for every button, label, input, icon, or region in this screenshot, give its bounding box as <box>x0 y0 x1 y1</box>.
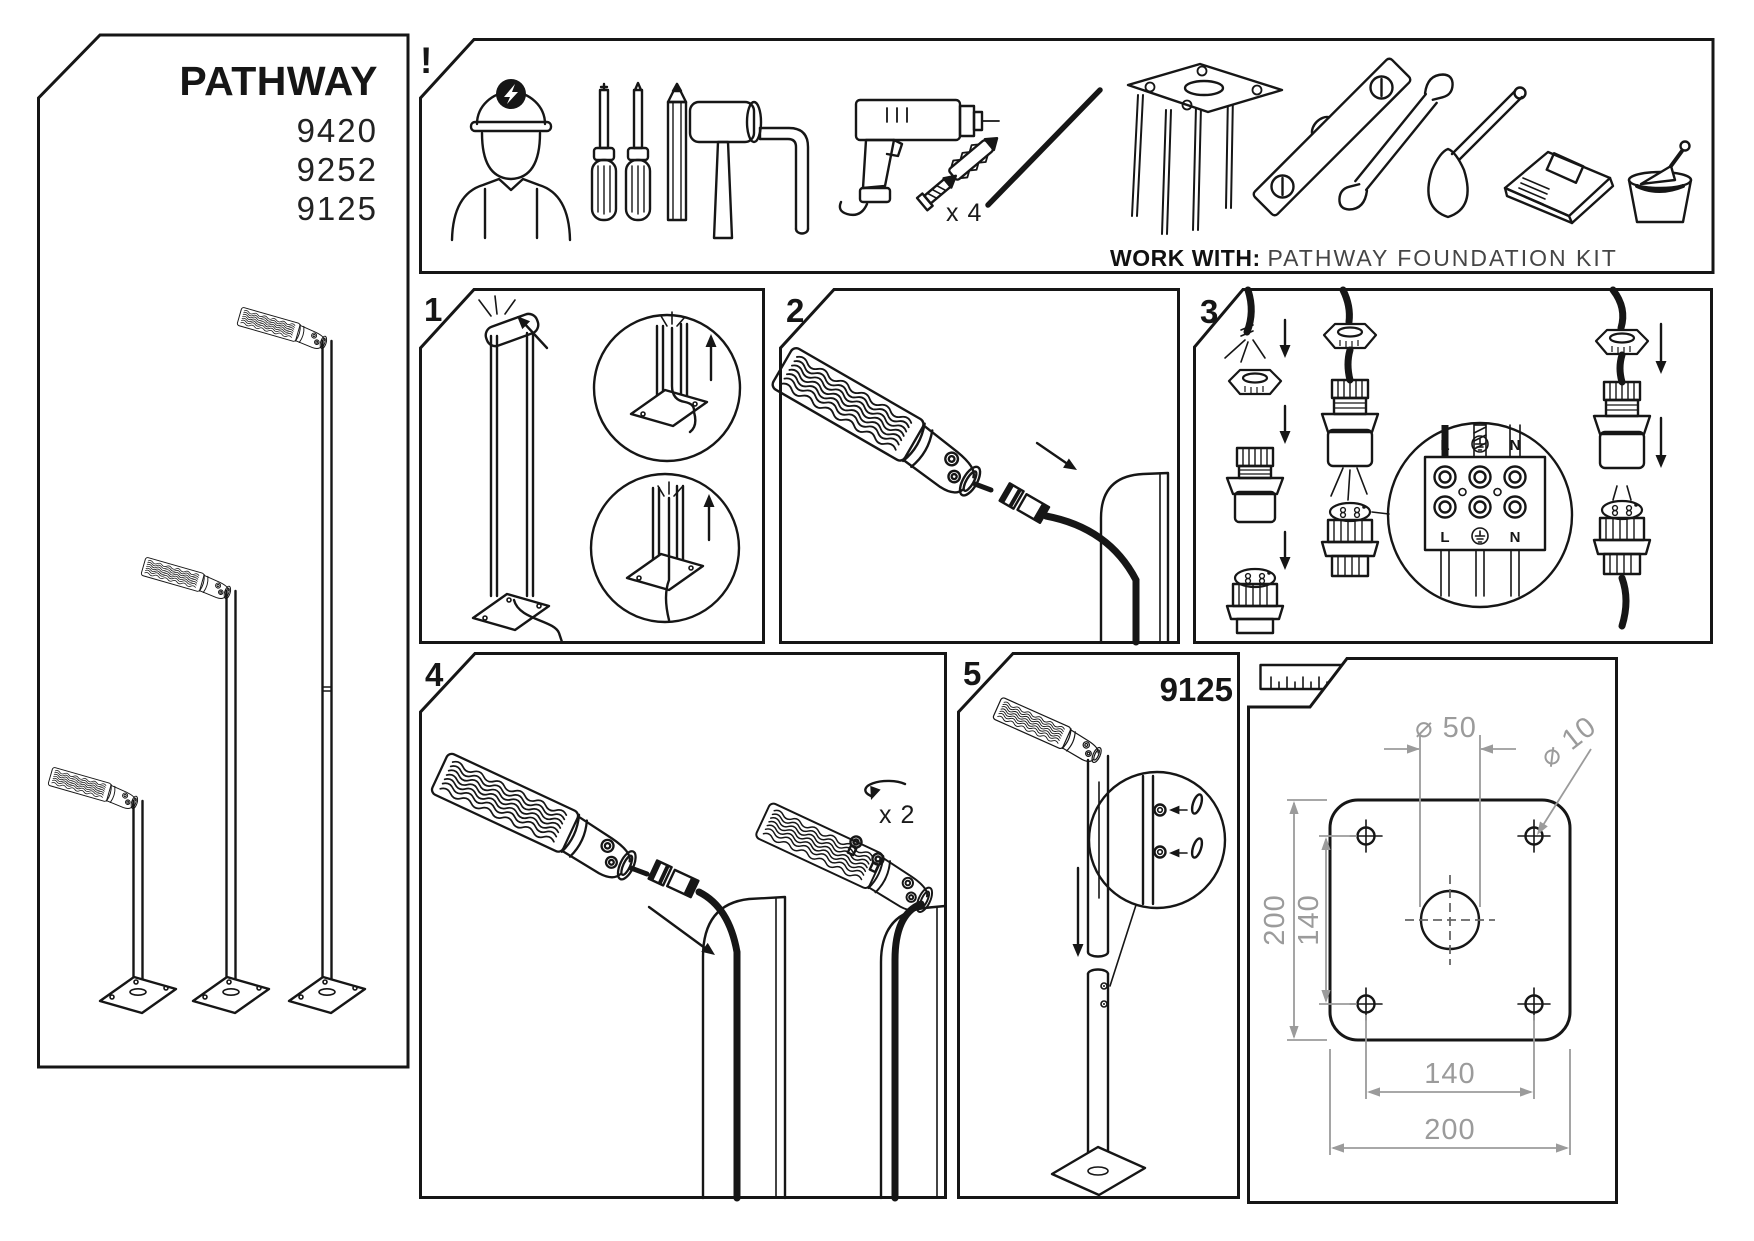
work-with-value: PATHWAY FOUNDATION KIT <box>1267 245 1618 271</box>
model-number-9125: 9125 <box>296 190 378 227</box>
step3-wiring-detail: L N L N <box>1386 421 1574 609</box>
electrician-icon <box>450 79 572 242</box>
step4-left-assembly <box>429 752 787 1202</box>
plate-width-label: 200 <box>1424 1114 1475 1146</box>
step5-lower-pole <box>1050 968 1147 1197</box>
phillips-screwdriver-icon <box>590 82 618 222</box>
step4-connector <box>647 859 700 899</box>
plate-height-label: 200 <box>1259 894 1291 945</box>
step4-set-screws <box>846 835 885 874</box>
panel-step-5 <box>957 652 1240 1199</box>
hex-key-icon <box>758 126 810 235</box>
flat-screwdriver-icon <box>624 81 652 222</box>
product-title: PATHWAY <box>179 58 378 104</box>
streetlight-medium <box>141 557 271 1015</box>
panel-step-1 <box>419 288 765 644</box>
pole-hole-diameter-label: ⌀ 50 <box>1415 712 1477 744</box>
panel-step-4 <box>419 652 947 1202</box>
step1-detail-top <box>592 311 742 463</box>
attention-marker: ! <box>420 40 433 81</box>
drill-icon <box>838 98 1000 217</box>
step4-right-assembly <box>754 779 947 1202</box>
terminal-neutral-label-top: N <box>1510 437 1521 454</box>
streetlight-tall <box>237 307 367 1015</box>
step2-pole <box>1042 471 1170 646</box>
step-5-number: 5 <box>963 655 982 692</box>
work-with-note: WORK WITH: PATHWAY FOUNDATION KIT <box>1110 245 1618 272</box>
step2-insert-arrow <box>1035 441 1080 475</box>
step3-tightened-gland <box>1592 286 1667 630</box>
wall-anchor-icon <box>915 136 999 212</box>
step2-lamp-head <box>769 346 994 502</box>
step1-pole <box>471 295 564 644</box>
step4-screwdriver-turn-icon <box>864 779 907 802</box>
earth-terminal-icon-bottom <box>1471 527 1489 545</box>
step5-upper-pole <box>992 697 1110 958</box>
screw-count-label: x 2 <box>879 801 916 829</box>
terminal-live-label-bottom: L <box>1440 529 1449 546</box>
step5-set-screw-detail <box>1087 770 1227 910</box>
pencil-icon <box>666 82 688 222</box>
work-with-label: WORK WITH: <box>1110 245 1261 271</box>
tools-panel <box>419 38 1715 274</box>
step3-exploded-gland <box>1224 286 1291 635</box>
model-number-9420: 9420 <box>296 112 378 149</box>
step2-connector <box>998 482 1051 524</box>
step-4-number: 4 <box>425 656 444 693</box>
step5-insert-arrow <box>1072 866 1084 957</box>
model-number-9252: 9252 <box>296 151 378 188</box>
step-2-number: 2 <box>786 292 805 329</box>
spirit-level-icon <box>1252 57 1412 217</box>
shovel-icon <box>1427 86 1527 219</box>
step-3-number: 3 <box>1200 293 1219 330</box>
panel-step-2 <box>779 288 1180 646</box>
hole-spacing-vertical-label: 140 <box>1293 894 1325 945</box>
bucket-trowel-icon <box>1627 140 1693 224</box>
ground-rod-icon <box>985 87 1103 208</box>
cement-bag-icon <box>1503 150 1615 225</box>
title-panel <box>37 33 410 1069</box>
earth-terminal-icon-top <box>1471 435 1489 453</box>
terminal-live-label-top: L <box>1440 437 1449 454</box>
anchor-count-label: x 4 <box>946 199 983 227</box>
foundation-plate-icon <box>1126 62 1284 235</box>
hole-spacing-horizontal-label: 140 <box>1424 1058 1475 1090</box>
panel-step-3: L N L N <box>1193 286 1713 644</box>
terminal-neutral-label-bottom: N <box>1510 529 1521 546</box>
foundation-plate-dimensions-panel: ⌀ 50 ⌀ 10 200 140 140 200 <box>1247 657 1618 1204</box>
step1-detail-bottom <box>589 472 741 624</box>
mounting-plate-drawing <box>1328 798 1572 1042</box>
mallet-icon <box>688 100 763 240</box>
step-1-number: 1 <box>424 291 443 328</box>
streetlight-short <box>48 767 178 1015</box>
wrench-icon <box>1338 73 1454 211</box>
step3-assembled-gland <box>1320 286 1390 578</box>
step-5-model-label: 9125 <box>1159 671 1233 708</box>
